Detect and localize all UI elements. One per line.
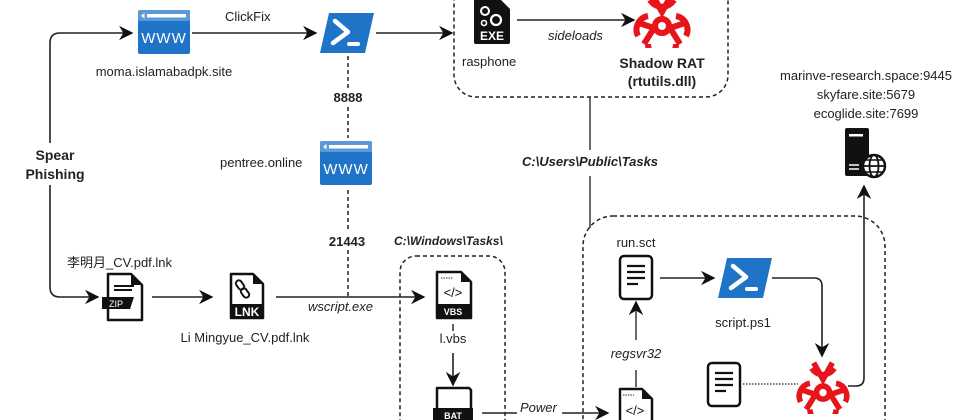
c2-address-2: skyfare.site:5679 <box>816 87 916 102</box>
document-icon <box>618 254 654 301</box>
clickfix-label: ClickFix <box>225 9 271 24</box>
svg-text:EXE: EXE <box>480 29 504 43</box>
spear-phishing-to-zip-line <box>49 180 100 305</box>
regsvr32-label: regsvr32 <box>610 346 662 361</box>
moma-site-label: moma.islamabadpk.site <box>95 64 233 79</box>
svg-text:ZIP: ZIP <box>109 299 123 309</box>
svg-text:BAT: BAT <box>444 411 462 420</box>
svg-text:</>: </> <box>444 285 463 300</box>
public-tasks-label: C:\Users\Public\Tasks <box>521 154 659 169</box>
windows-tasks-label: C:\Windows\Tasks\ <box>394 234 503 248</box>
windows-tasks-container <box>399 255 506 420</box>
script-ps1-label: script.ps1 <box>715 315 771 330</box>
port-21443-label: 21443 <box>328 234 366 249</box>
rasphone-container <box>453 0 729 98</box>
lnk-file-icon: LNK <box>229 272 265 320</box>
spear-phishing-label: Spear Phishing <box>25 145 85 185</box>
run-sct-label: run.sct <box>616 235 656 250</box>
spear-label-line1: Spear <box>35 147 75 163</box>
document-icon <box>706 361 742 408</box>
wscript-label: wscript.exe <box>308 299 374 314</box>
spear-phishing-to-website-line <box>49 25 134 143</box>
sideloads-label: sideloads <box>548 28 603 43</box>
biohazard-icon <box>799 363 848 420</box>
power-label: Power <box>520 400 557 415</box>
svg-text:</>: </> <box>626 403 645 418</box>
www-browser-icon <box>138 10 190 54</box>
rat-to-c2-arrow <box>848 184 872 387</box>
zip-file-label: 李明月_CV.pdf.lnk <box>67 255 173 270</box>
svg-text:LNK: LNK <box>235 305 260 319</box>
public-tasks-container <box>582 215 886 420</box>
vbs-file-label: l.vbs <box>439 331 467 346</box>
code-file-icon: </> <box>618 387 654 420</box>
vbs-file-icon: </> VBS <box>435 270 473 320</box>
server-globe-icon <box>845 128 887 179</box>
rasphone-label: rasphone <box>462 54 517 69</box>
powershell-icon <box>320 13 374 53</box>
svg-text:VBS: VBS <box>444 307 463 317</box>
c2-address-1: marinve-research.space:9445 <box>780 68 952 83</box>
zip-file-icon: ZIP <box>102 272 144 322</box>
c2-address-3: ecoglide.site:7699 <box>813 106 919 121</box>
ps1-to-rat-arrow <box>772 277 830 358</box>
rtutils-label: (rtutils.dll) <box>627 73 697 89</box>
www-browser-icon <box>320 141 372 185</box>
port-8888-label: 8888 <box>333 90 363 105</box>
spear-label-line2: Phishing <box>25 166 85 182</box>
powershell-icon <box>718 258 772 298</box>
lnk-file-label: Li Mingyue_CV.pdf.lnk <box>180 330 310 345</box>
bat-file-icon: BAT <box>433 386 473 420</box>
biohazard-icon <box>636 0 688 58</box>
c2-server-list: marinve-research.space:9445 skyfare.site… <box>780 66 952 123</box>
shadow-rat-label: Shadow RAT <box>619 55 705 71</box>
pentree-label: pentree.online <box>220 155 303 170</box>
exe-file-icon: EXE <box>474 0 510 44</box>
